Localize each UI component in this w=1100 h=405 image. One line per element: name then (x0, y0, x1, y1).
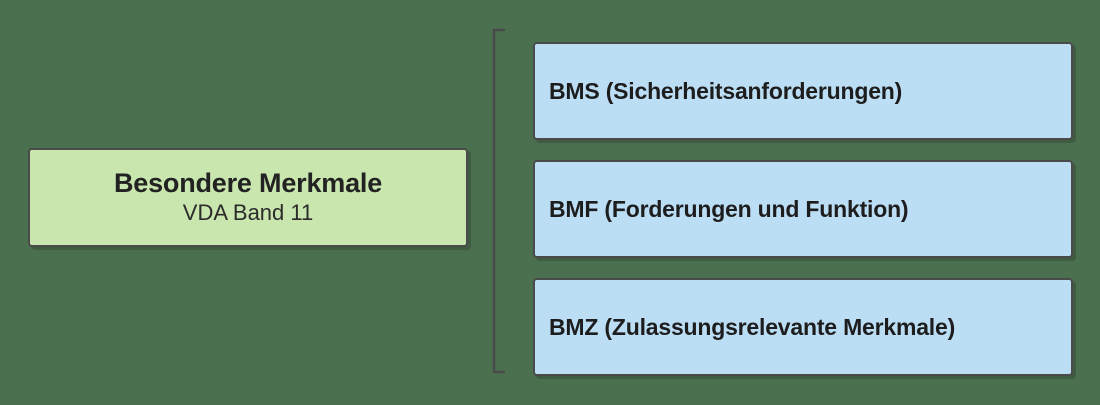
branch-node-label: BMZ (Zulassungsrelevante Merkmale) (549, 313, 956, 340)
root-node-subtitle: VDA Band 11 (182, 200, 314, 226)
branch-node-bms[interactable]: BMS (Sicherheitsanforderungen) (533, 42, 1073, 140)
root-node-besondere-merkmale[interactable]: Besondere Merkmale VDA Band 11 (28, 148, 468, 247)
bracket-connector (484, 28, 510, 374)
bracket-icon (492, 28, 506, 374)
branch-node-label: BMS (Sicherheitsanforderungen) (549, 77, 903, 104)
branch-node-bmz[interactable]: BMZ (Zulassungsrelevante Merkmale) (533, 278, 1073, 376)
root-node-title: Besondere Merkmale (113, 168, 383, 199)
branch-node-bmf[interactable]: BMF (Forderungen und Funktion) (533, 160, 1073, 258)
branch-node-label: BMF (Forderungen und Funktion) (549, 195, 909, 222)
